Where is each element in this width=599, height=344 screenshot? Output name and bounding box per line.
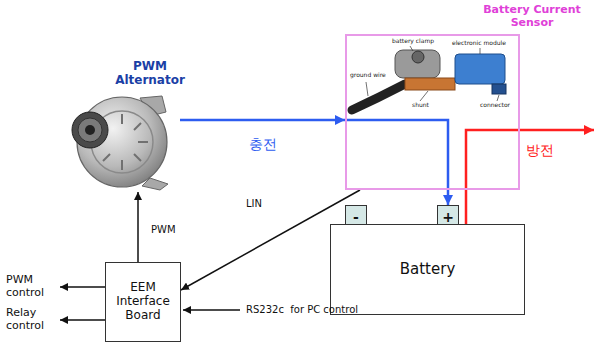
signal-label: PWM control	[6, 274, 54, 299]
alternator-picture	[72, 96, 168, 190]
vent	[121, 160, 123, 170]
signal-label: RS232c for PC control	[246, 304, 358, 316]
vent	[134, 154, 141, 161]
flow-label: 방전	[526, 142, 554, 158]
connector-arrow	[447, 190, 450, 205]
part-label: shunt	[412, 102, 429, 109]
vent	[103, 154, 110, 161]
leader-lines	[366, 46, 499, 101]
input-arrow	[183, 309, 240, 310]
output-arrow	[60, 286, 105, 287]
node-heading: Battery Current Sensor	[472, 4, 592, 29]
vent	[134, 123, 141, 130]
alternator-body	[77, 97, 167, 187]
pulley	[72, 112, 108, 148]
board-box: EEMInterface Board	[105, 262, 181, 342]
signal-label: PWM	[150, 224, 177, 236]
node-text: Interface Board	[109, 295, 177, 323]
vent	[121, 114, 123, 124]
pulley-nut	[85, 125, 95, 135]
vent	[138, 141, 148, 143]
node-text: Battery	[400, 261, 456, 278]
shunt-part	[405, 78, 455, 90]
ground-cable	[352, 84, 405, 110]
flow-label: 충전	[248, 136, 278, 152]
cooling-vents	[103, 114, 148, 170]
charge-path	[345, 120, 448, 190]
node-heading: PWM Alternator	[110, 60, 190, 88]
discharge-arrow	[466, 130, 594, 224]
leader-line	[366, 82, 368, 96]
signal-label: LIN	[245, 198, 263, 210]
connector-part	[492, 84, 506, 94]
electronic-module	[455, 54, 505, 84]
part-label: electronic module	[452, 40, 506, 47]
leader-line	[420, 91, 428, 101]
node-text: EEM	[130, 281, 156, 295]
alternator-node: PWM Alternator	[50, 60, 180, 192]
leader-line	[497, 95, 499, 101]
pulley-groove	[78, 118, 102, 142]
leader-line	[410, 46, 413, 51]
sensor-frame: Battery Current Sensor	[345, 34, 520, 190]
connector-arrow	[180, 119, 345, 122]
leader-line	[480, 48, 481, 54]
connector-arrow	[137, 192, 139, 262]
signal-label: Relay control	[6, 307, 54, 332]
part-label: ground wire	[350, 72, 386, 79]
battery-box: Battery	[330, 224, 525, 315]
part-label: battery clamp	[392, 38, 434, 45]
clamp-bolt	[412, 51, 424, 63]
part-label: connector	[480, 102, 510, 109]
battery-clamp	[395, 50, 440, 78]
output-arrow	[60, 319, 105, 320]
